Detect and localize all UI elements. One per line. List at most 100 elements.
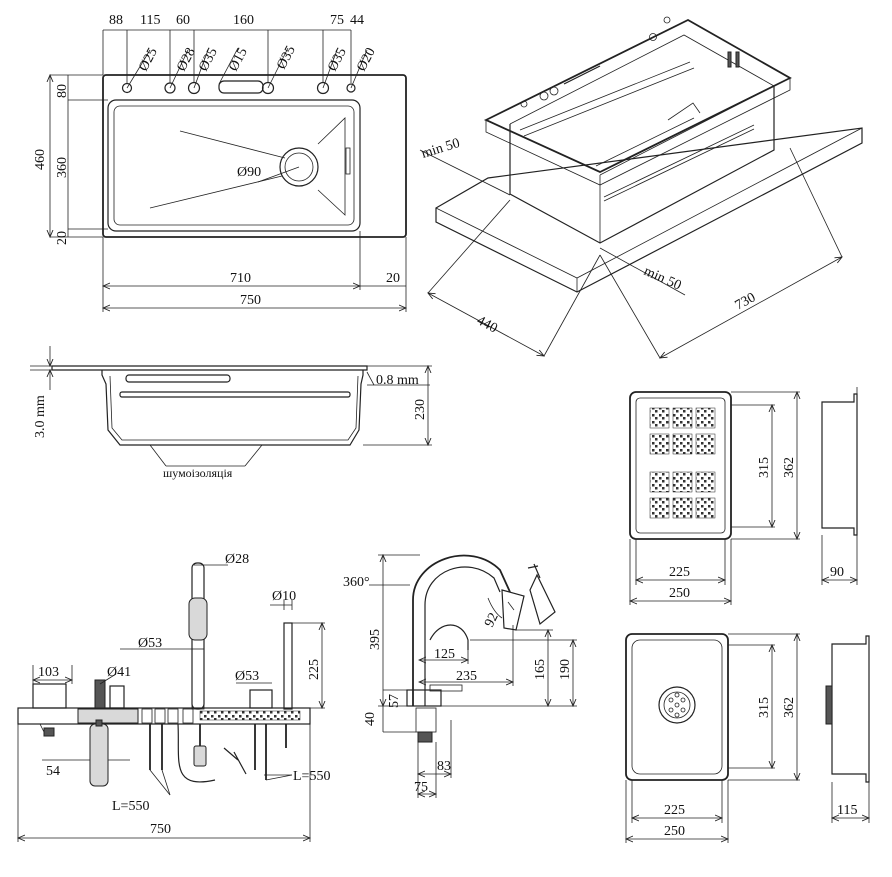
tray-grid bbox=[649, 407, 716, 519]
iso-view: min 50 min 50 440 730 bbox=[420, 16, 863, 358]
reach-inner: 125 bbox=[434, 647, 455, 662]
accessories-width: 750 bbox=[150, 822, 171, 837]
pillar-diameter: Ø28 bbox=[225, 552, 249, 567]
iso-length: 730 bbox=[733, 290, 759, 313]
base-40: 40 bbox=[363, 712, 378, 726]
bowl-outline bbox=[107, 99, 361, 232]
hole-20 bbox=[346, 83, 356, 93]
colander: 315 362 225 250 115 bbox=[626, 634, 869, 843]
tray-w-inner: 225 bbox=[669, 565, 690, 580]
faucet-handle bbox=[429, 624, 469, 650]
hose-right: L=550 bbox=[293, 769, 330, 784]
tray-depth: 90 bbox=[830, 565, 844, 580]
colander-w-outer: 250 bbox=[664, 824, 685, 839]
faucet-spout bbox=[412, 554, 511, 706]
dim-20-h: 20 bbox=[386, 271, 400, 286]
deck bbox=[17, 707, 311, 725]
dim-20-v: 20 bbox=[55, 231, 70, 245]
drain-outer bbox=[279, 147, 319, 187]
top-view: 88 115 60 160 75 44 Ø25 Ø28 Ø35 Ø15 Ø35 … bbox=[33, 13, 406, 312]
spray-head bbox=[501, 589, 525, 631]
section-thickness: 3.0 mm bbox=[33, 395, 48, 438]
tray-outline bbox=[629, 391, 732, 540]
dia-25: Ø25 bbox=[136, 46, 161, 74]
sink-top bbox=[483, 18, 792, 173]
colander-drain bbox=[658, 686, 696, 724]
dim-60: 60 bbox=[176, 13, 190, 28]
spray-angle: 92 bbox=[482, 611, 502, 630]
sink-outline bbox=[102, 74, 407, 238]
dim-75: 75 bbox=[330, 13, 344, 28]
spout-190: 190 bbox=[558, 659, 573, 680]
soap-diameter: Ø41 bbox=[107, 665, 131, 680]
drain-inner bbox=[284, 152, 314, 182]
base-57: 57 bbox=[387, 694, 402, 708]
section-view: 3.0 mm 0.8 mm 230 шумоізоляція bbox=[30, 346, 432, 480]
faucet-height: 395 bbox=[368, 629, 383, 650]
section-insulation: шумоізоляція bbox=[163, 466, 233, 480]
soap-dispenser bbox=[32, 683, 67, 709]
faucet-view: 360° 395 92 125 235 165 190 57 40 83 75 bbox=[343, 555, 577, 798]
slot-15 bbox=[218, 80, 264, 94]
dia-35-a: Ø35 bbox=[196, 46, 221, 74]
reach-outer: 235 bbox=[456, 669, 477, 684]
shank-75: 75 bbox=[414, 780, 428, 795]
rod-height: 225 bbox=[307, 659, 322, 680]
colander-h-outer: 362 bbox=[782, 697, 797, 718]
section-slot-top bbox=[125, 374, 231, 383]
faucet-rotation: 360° bbox=[343, 575, 370, 590]
section-rim bbox=[51, 365, 368, 371]
soap-bottle bbox=[89, 723, 109, 787]
hole-25 bbox=[121, 82, 133, 94]
section-slot bbox=[119, 391, 351, 398]
dim-710: 710 bbox=[230, 271, 251, 286]
section-body bbox=[101, 370, 364, 446]
section-sheet: 0.8 mm bbox=[376, 373, 419, 388]
iso-rails bbox=[519, 61, 695, 137]
colander-outline bbox=[625, 633, 729, 781]
insert-tray: 315 362 225 250 90 bbox=[630, 387, 857, 605]
overflow bbox=[345, 147, 351, 175]
tray-h-outer: 362 bbox=[782, 457, 797, 478]
spout-165: 165 bbox=[533, 659, 548, 680]
rod-diameter: Ø10 bbox=[272, 589, 296, 604]
tray-side bbox=[821, 393, 858, 536]
dia-35-c: Ø35 bbox=[325, 46, 350, 74]
bottle-width: 54 bbox=[46, 764, 60, 779]
dim-115: 115 bbox=[140, 13, 160, 28]
soap-width: 103 bbox=[38, 665, 59, 680]
iso-min-right: min 50 bbox=[641, 264, 683, 294]
dim-750: 750 bbox=[240, 293, 261, 308]
colander-depth: 115 bbox=[837, 803, 857, 818]
dia-20: Ø20 bbox=[354, 46, 379, 74]
colander-w-inner: 225 bbox=[664, 803, 685, 818]
section-height: 230 bbox=[413, 399, 428, 420]
hole-left: Ø53 bbox=[138, 636, 162, 651]
countertop bbox=[435, 127, 863, 293]
bowl-inner bbox=[113, 105, 355, 226]
right-handle bbox=[249, 689, 273, 709]
colander-h-inner: 315 bbox=[757, 697, 772, 718]
rod bbox=[283, 622, 293, 710]
iso-min-left: min 50 bbox=[420, 136, 462, 162]
dim-160: 160 bbox=[233, 13, 254, 28]
faucet-base bbox=[406, 689, 442, 707]
drain-diameter: Ø90 bbox=[237, 165, 261, 180]
dia-15: Ø15 bbox=[226, 46, 251, 74]
accessories-view: Ø28 103 Ø41 Ø53 Ø53 Ø10 225 54 L=550 L=5… bbox=[18, 552, 330, 842]
tray-h-inner: 315 bbox=[757, 457, 772, 478]
dia-28: Ø28 bbox=[174, 46, 199, 74]
dia-35-b: Ø35 bbox=[274, 44, 299, 72]
dim-360: 360 bbox=[55, 157, 70, 178]
spray-detail bbox=[529, 573, 556, 626]
dim-88: 88 bbox=[109, 13, 123, 28]
dim-460: 460 bbox=[33, 149, 48, 170]
dim-44: 44 bbox=[350, 13, 364, 28]
tray-w-outer: 250 bbox=[669, 586, 690, 601]
hole-right: Ø53 bbox=[235, 669, 259, 684]
iso-depth: 440 bbox=[474, 313, 500, 336]
dim-80: 80 bbox=[55, 84, 70, 98]
colander-side bbox=[831, 635, 870, 783]
